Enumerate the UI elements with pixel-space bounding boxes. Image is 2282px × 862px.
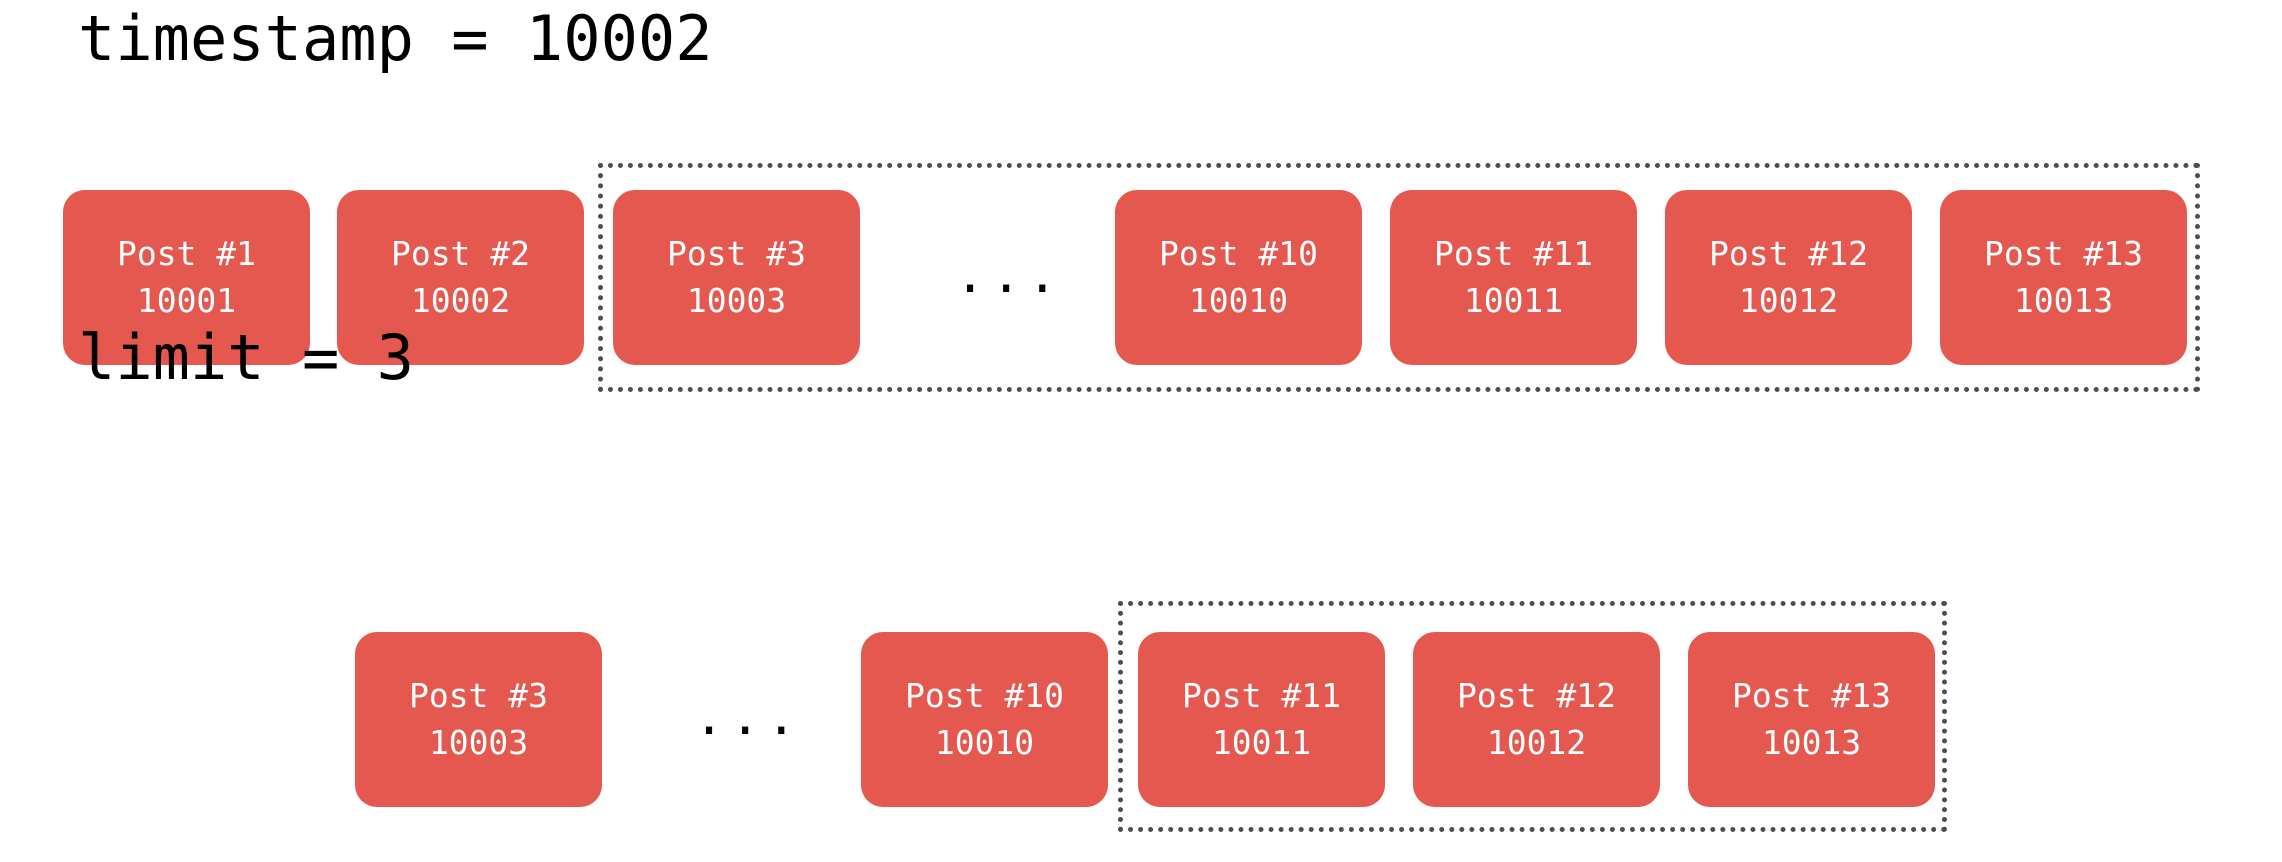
post-card-11: Post #11 10011 [1390,190,1637,365]
post-card-title: Post #2 [390,233,531,273]
post-card-timestamp: 10012 [1738,280,1839,320]
post-card-timestamp: 10011 [1211,722,1312,762]
post-card-3: Post #3 10003 [355,632,602,807]
post-card-timestamp: 10003 [428,722,529,762]
post-card-11: Post #11 10011 [1138,632,1385,807]
post-card-12: Post #12 10012 [1413,632,1660,807]
limit-caption: limit = 3 [78,321,414,394]
post-card-13: Post #13 10013 [1940,190,2187,365]
post-card-timestamp: 10010 [1188,280,1289,320]
post-card-title: Post #12 [1457,675,1616,715]
post-card-12: Post #12 10012 [1665,190,1912,365]
post-card-title: Post #10 [1159,233,1318,273]
post-card-title: Post #10 [905,675,1064,715]
post-card-title: Post #13 [1732,675,1891,715]
post-card-1: Post #1 10001 [63,190,310,365]
post-card-title: Post #13 [1984,233,2143,273]
post-card-timestamp: 10013 [1761,722,1862,762]
post-card-3: Post #3 10003 [613,190,860,365]
ellipsis-row-1: ... [955,246,1064,304]
post-card-timestamp: 10011 [1463,280,1564,320]
post-card-title: Post #1 [116,233,257,273]
post-card-title: Post #3 [666,233,807,273]
post-card-timestamp: 10002 [410,280,511,320]
post-card-timestamp: 10003 [686,280,787,320]
post-card-10: Post #10 10010 [861,632,1108,807]
post-card-13: Post #13 10013 [1688,632,1935,807]
post-card-timestamp: 10013 [2013,280,2114,320]
post-card-timestamp: 10001 [136,280,237,320]
timestamp-caption: timestamp = 10002 [78,2,713,75]
post-card-title: Post #3 [408,675,549,715]
ellipsis-row-2: ... [694,688,803,746]
post-card-title: Post #11 [1182,675,1341,715]
post-card-timestamp: 10012 [1486,722,1587,762]
post-card-timestamp: 10010 [934,722,1035,762]
post-card-title: Post #12 [1709,233,1868,273]
post-card-title: Post #11 [1434,233,1593,273]
post-card-10: Post #10 10010 [1115,190,1362,365]
post-card-2: Post #2 10002 [337,190,584,365]
